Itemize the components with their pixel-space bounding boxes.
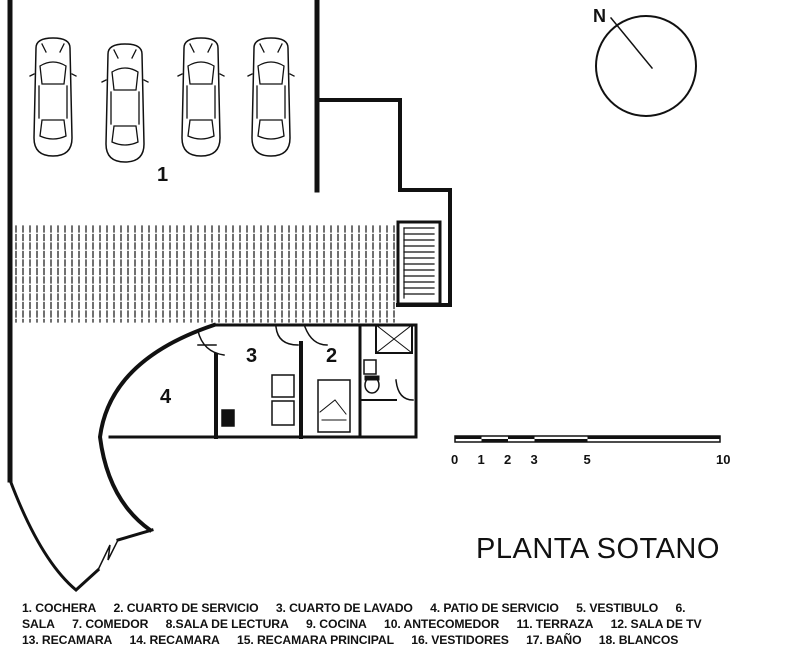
room-number-2: 2 [326, 345, 337, 367]
legend-item: 3. CUARTO DE LAVADO [275, 601, 413, 615]
scale-segment [508, 436, 535, 439]
scale-segment [481, 439, 508, 442]
car-icon [247, 37, 295, 157]
legend-item: 14. RECAMARA [129, 633, 220, 647]
patio-curved-wall [8, 322, 217, 592]
plan-title: PLANTA SOTANO [476, 533, 720, 565]
legend-item: 13. RECAMARA [22, 633, 113, 647]
north-label: N [593, 6, 606, 26]
north-arrow: N [593, 6, 697, 117]
scale-segment [587, 436, 720, 439]
scale-segment [455, 436, 482, 439]
scale-tick-label: 3 [531, 452, 538, 467]
parked-cars [29, 37, 295, 163]
driveway-ramp [15, 225, 395, 323]
legend-row-3: 13. RECAMARA 14. RECAMARA 15. RECAMARA P… [22, 632, 798, 648]
legend-item: 7. COMEDOR [72, 617, 149, 631]
garage-walls [7, 0, 452, 483]
floor-plan: 0 1 2 3 5 10 N 1 2 3 4 [7, 0, 730, 592]
car-icon [101, 43, 149, 163]
room-number-4: 4 [160, 386, 172, 408]
scale-tick-label: 0 [451, 452, 458, 467]
scale-tick-label: 1 [478, 452, 485, 467]
room-number-3: 3 [246, 345, 257, 367]
legend-row-1: 1. COCHERA 2. CUARTO DE SERVICIO 3. CUAR… [22, 600, 798, 616]
car-icon [177, 37, 225, 157]
legend-item: 2. CUARTO DE SERVICIO [113, 601, 259, 615]
scale-segment [534, 439, 588, 442]
room-legend: 1. COCHERA 2. CUARTO DE SERVICIO 3. CUAR… [22, 600, 798, 648]
legend-item: 10. ANTECOMEDOR [384, 617, 500, 631]
legend-item: 12. SALA DE TV [610, 617, 702, 631]
legend-item: 15. RECAMARA PRINCIPAL [237, 633, 394, 647]
service-block-walls [108, 323, 418, 439]
staircase [396, 220, 442, 306]
scale-tick-label: 5 [584, 452, 591, 467]
scale-tick-label: 10 [716, 452, 730, 467]
legend-item: 1. COCHERA [22, 601, 97, 615]
scale-bar: 0 1 2 3 5 10 [451, 435, 730, 467]
legend-item: 9. COCINA [306, 617, 367, 631]
car-icon [29, 37, 77, 157]
legend-item: SALA [22, 617, 55, 631]
legend-item: 16. VESTIDORES [411, 633, 509, 647]
legend-item: 8.SALA DE LECTURA [165, 617, 289, 631]
legend-item: 4. PATIO DE SERVICIO [430, 601, 559, 615]
legend-item: 6. [675, 601, 686, 615]
legend-item: 5. VESTIBULO [576, 601, 659, 615]
legend-row-2: SALA 7. COMEDOR 8.SALA DE LECTURA 9. COC… [22, 616, 798, 632]
room-number-1: 1 [157, 164, 168, 186]
legend-item: 17. BAÑO [526, 633, 582, 647]
scale-tick-label: 2 [504, 452, 511, 467]
legend-item: 11. TERRAZA [516, 617, 594, 631]
legend-item: 18. BLANCOS [598, 633, 679, 647]
